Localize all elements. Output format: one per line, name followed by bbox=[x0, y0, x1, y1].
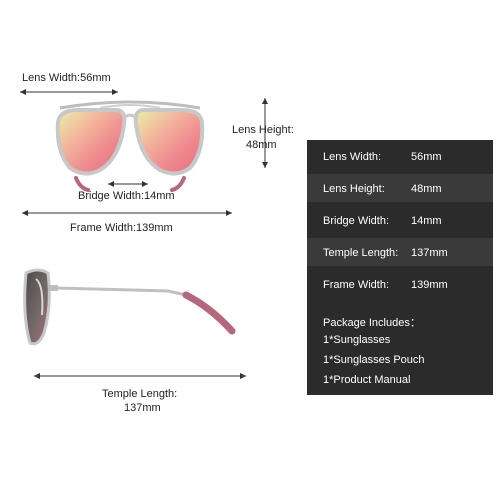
front-view-sunglasses-image bbox=[55, 100, 205, 192]
spec-value: 48mm bbox=[411, 183, 442, 195]
spec-row-lens-height: Lens Height: 48mm bbox=[307, 174, 493, 202]
temple-length-label-line1: Temple Length: bbox=[102, 388, 178, 400]
lens-width-dimension-line bbox=[20, 89, 268, 216]
lens-height-label-line2: 48mm bbox=[246, 139, 277, 151]
spec-value: 14mm bbox=[411, 215, 442, 227]
spec-value: 137mm bbox=[411, 247, 448, 259]
spec-value: 56mm bbox=[411, 151, 442, 163]
package-item: 1*Sunglasses bbox=[323, 334, 391, 346]
spec-label: Lens Height: bbox=[323, 183, 385, 195]
lens-width-label: Lens Width:56mm bbox=[22, 72, 111, 84]
frame-width-label: Frame Width:139mm bbox=[70, 222, 173, 234]
package-title: Package Includes： bbox=[323, 317, 421, 329]
spec-row-bridge-width: Bridge Width: 14mm bbox=[307, 206, 493, 234]
spec-label: Lens Width: bbox=[323, 151, 382, 163]
spec-value: 139mm bbox=[411, 279, 448, 291]
bridge-width-label: Bridge Width:14mm bbox=[78, 190, 175, 202]
temple-length-dimension-line bbox=[34, 373, 246, 379]
spec-label: Frame Width: bbox=[323, 279, 390, 291]
lens-height-label-line1: Lens Height: bbox=[232, 124, 294, 136]
spec-row-frame-width: Frame Width: 139mm bbox=[307, 270, 493, 298]
spec-row-temple-length: Temple Length: 137mm bbox=[307, 238, 493, 266]
package-item: 1*Product Manual bbox=[323, 374, 411, 386]
spec-label: Bridge Width: bbox=[323, 215, 390, 227]
temple-length-label-line2: 137mm bbox=[124, 402, 161, 414]
specifications-panel: Lens Width: 56mm Lens Height: 48mm Bridg… bbox=[307, 140, 493, 395]
spec-label: Temple Length: bbox=[323, 247, 399, 259]
side-view-sunglasses-image bbox=[23, 268, 236, 346]
spec-row-lens-width: Lens Width: 56mm bbox=[307, 142, 493, 170]
package-item: 1*Sunglasses Pouch bbox=[323, 354, 425, 366]
